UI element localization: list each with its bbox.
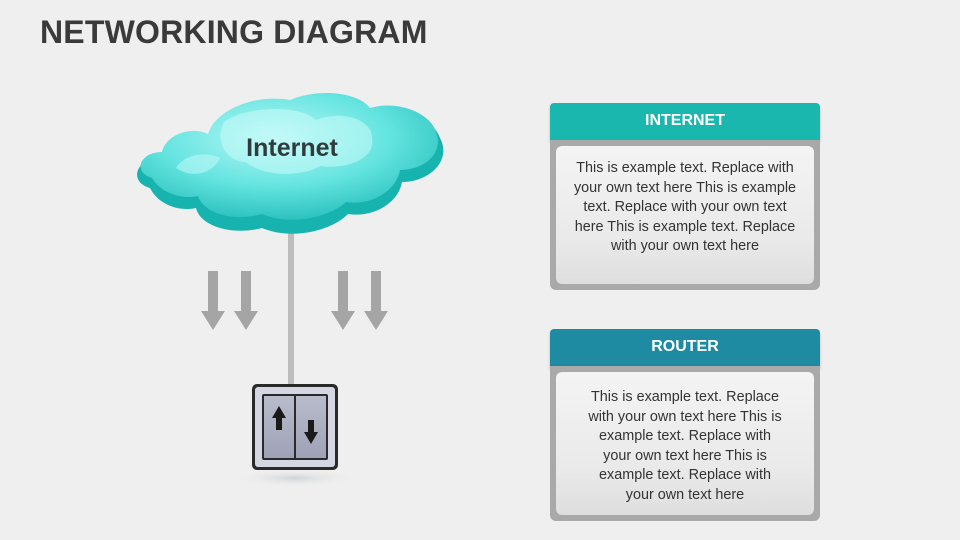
internet-card-header: INTERNET xyxy=(550,103,820,140)
internet-card-box: This is example text. Replace with your … xyxy=(550,140,820,290)
arrow-up-icon xyxy=(272,406,286,430)
router-card: ROUTER This is example text. Replace wit… xyxy=(550,329,820,521)
arrows-down-left-icon xyxy=(201,271,258,330)
page-title: NETWORKING DIAGRAM xyxy=(40,14,428,50)
internet-card: INTERNET This is example text. Replace w… xyxy=(550,103,820,290)
connection-line xyxy=(288,230,294,388)
router-card-header: ROUTER xyxy=(550,329,820,366)
arrows-down-right-icon xyxy=(331,271,388,330)
arrow-down-icon xyxy=(304,420,318,444)
router-card-box: This is example text. Replace with your … xyxy=(550,366,820,521)
router-shadow xyxy=(233,469,357,487)
cloud-label: Internet xyxy=(246,134,338,162)
router-icon xyxy=(252,384,338,470)
router-card-text: This is example text. Replace with your … xyxy=(556,372,814,515)
internet-card-text: This is example text. Replace with your … xyxy=(556,146,814,284)
cloud-icon xyxy=(137,93,444,234)
